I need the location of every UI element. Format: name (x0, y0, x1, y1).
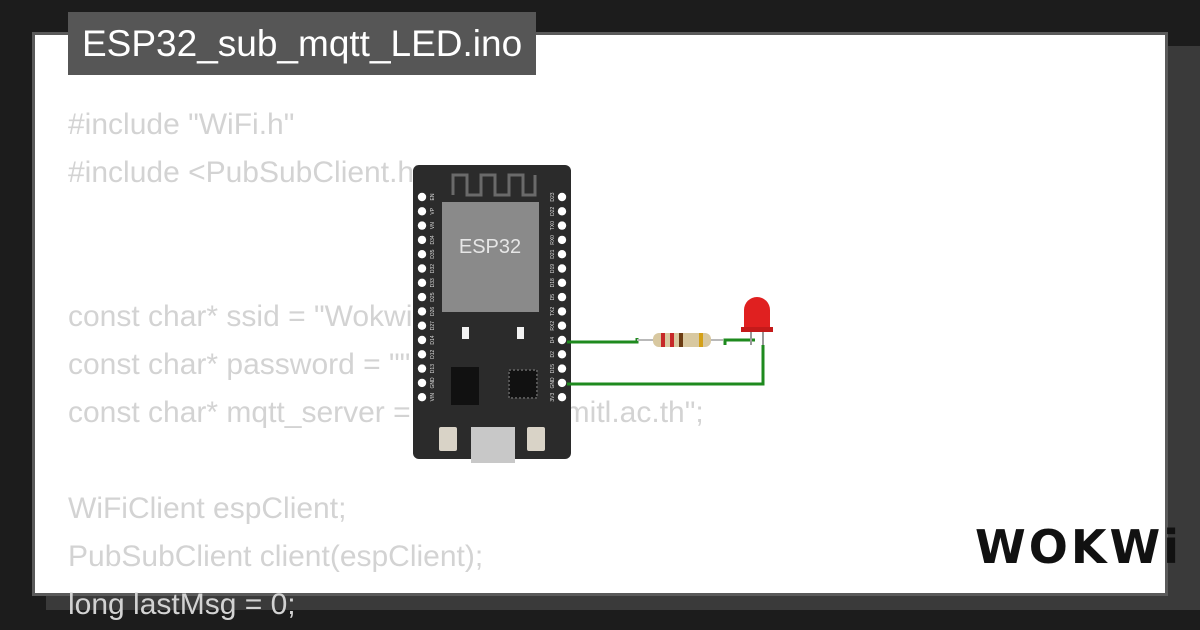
pin-d14[interactable] (417, 335, 427, 345)
led-dome (744, 297, 770, 330)
pin-label: D21 (550, 249, 556, 258)
code-line: PubSubClient client(espClient); (68, 540, 484, 573)
pin-label: 3V3 (550, 393, 556, 402)
pin-d27[interactable] (417, 321, 427, 330)
pin-d35[interactable] (417, 250, 427, 259)
usb-chip (508, 369, 538, 399)
pin-label: D32 (430, 264, 436, 273)
pin-label: D26 (430, 307, 436, 316)
pin-en[interactable] (417, 192, 427, 202)
pin-d13[interactable] (417, 364, 427, 373)
pin-vn[interactable] (417, 221, 427, 230)
pin-label: RX2 (550, 321, 556, 331)
voltage-regulator (451, 367, 479, 405)
pin-d15[interactable] (557, 364, 567, 373)
pin-vp[interactable] (417, 207, 427, 216)
pin-d19[interactable] (557, 264, 567, 273)
esp32-chip (442, 202, 539, 312)
pin-d5[interactable] (557, 292, 567, 302)
antenna-icon (451, 173, 537, 197)
board-smd (517, 327, 524, 339)
pin-label: RX0 (550, 235, 556, 245)
pin-tx2[interactable] (557, 307, 567, 316)
pin-label: D34 (430, 235, 436, 244)
code-line: WiFiClient espClient; (68, 492, 347, 525)
usb-port (471, 427, 515, 463)
pin-d4[interactable] (557, 335, 567, 345)
reset-button[interactable] (527, 427, 545, 451)
code-line: const char* password = ""; (68, 348, 419, 381)
pin-tx0[interactable] (557, 221, 567, 230)
pin-label: D27 (430, 321, 436, 330)
boot-button[interactable] (439, 427, 457, 451)
pin-d23[interactable] (557, 192, 567, 202)
wire-resistor-led[interactable] (723, 338, 755, 345)
pin-d34[interactable] (417, 235, 427, 245)
code-line: long lastMsg = 0; (68, 588, 296, 621)
pin-label: D15 (550, 364, 556, 373)
resistor-band (699, 333, 703, 347)
pin-label: GND (430, 377, 436, 389)
pin-d33[interactable] (417, 278, 427, 287)
pin-d32[interactable] (417, 264, 427, 273)
pin-label: D5 (550, 294, 556, 301)
pin-d2[interactable] (557, 350, 567, 359)
pin-label: D13 (430, 364, 436, 373)
pin-label: D33 (430, 278, 436, 287)
pin-label: D25 (430, 292, 436, 301)
pin-label: EN (430, 193, 436, 200)
wire-d4[interactable] (567, 338, 639, 344)
pin-label: D12 (430, 350, 436, 359)
pin-3v3[interactable] (557, 393, 567, 402)
resistor-band (679, 333, 683, 347)
pin-label: D19 (550, 264, 556, 273)
chip-label: ESP32 (459, 236, 521, 258)
resistor[interactable] (637, 333, 723, 347)
pin-label: D23 (550, 192, 556, 201)
pin-label: TX2 (550, 307, 556, 316)
circuit-diagram[interactable]: ESP32 ENVPVND34D35D32D33D25D26D27D14D12D… (405, 155, 785, 465)
pin-d21[interactable] (557, 250, 567, 259)
pin-label: GND (550, 377, 556, 389)
led-rim (741, 327, 773, 332)
pin-rx2[interactable] (557, 321, 567, 330)
pin-gnd[interactable] (417, 378, 427, 388)
pin-label: TX0 (550, 221, 556, 230)
pin-label: D14 (430, 335, 436, 344)
pin-label: D35 (430, 249, 436, 258)
pin-label: VN (430, 222, 436, 229)
pin-d12[interactable] (417, 350, 427, 359)
pin-rx0[interactable] (557, 235, 567, 245)
code-line: #include <PubSubClient.h> (68, 156, 432, 189)
code-line: #include "WiFi.h" (68, 108, 295, 141)
pin-label: D22 (550, 207, 556, 216)
wire-gnd[interactable] (567, 345, 765, 386)
resistor-band (661, 333, 665, 347)
wokwi-logo: WOKWi (975, 520, 1182, 574)
board-smd (462, 327, 469, 339)
pin-d22[interactable] (557, 207, 567, 216)
title-bar: ESP32_sub_mqtt_LED.ino (68, 12, 537, 75)
esp32-board[interactable]: ESP32 ENVPVND34D35D32D33D25D26D27D14D12D… (413, 165, 571, 463)
resistor-band (670, 333, 674, 347)
pin-label: VIN (430, 393, 436, 402)
pin-label: D2 (550, 351, 556, 358)
code-preview: #include "WiFi.h" #include <PubSubClient… (68, 101, 704, 629)
pin-label: D4 (550, 337, 556, 344)
pin-d25[interactable] (417, 292, 427, 302)
pin-gnd[interactable] (557, 378, 567, 388)
project-card[interactable]: #include "WiFi.h" #include <PubSubClient… (32, 32, 1168, 621)
red-led[interactable] (741, 297, 773, 345)
sketch-title: ESP32_sub_mqtt_LED.ino (82, 22, 523, 64)
pin-label: D18 (550, 278, 556, 287)
pin-d26[interactable] (417, 307, 427, 316)
pin-d18[interactable] (557, 278, 567, 287)
pin-vin[interactable] (417, 393, 427, 402)
pin-label: VP (430, 207, 436, 214)
